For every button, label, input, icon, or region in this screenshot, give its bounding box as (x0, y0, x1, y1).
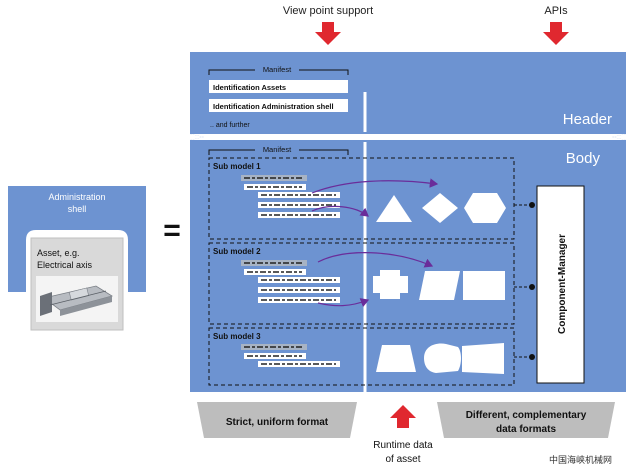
header-manifest-tag (255, 64, 299, 73)
hexagon-shape (464, 193, 506, 223)
link-arrow-1b (311, 205, 369, 217)
property-bar (258, 287, 340, 293)
asset-line1: Asset, e.g. (37, 248, 80, 258)
submodel-1-label: Sub model 1 (213, 162, 261, 171)
admin-shell-frame (8, 186, 146, 292)
runtime-arrow (390, 405, 416, 428)
trapezoid-shape (376, 345, 416, 372)
header-further: .. and further (210, 122, 250, 129)
component-manager-label: Component-Manager (557, 234, 568, 334)
property-bar (258, 297, 340, 303)
header-row-assets (209, 80, 348, 93)
component-manager-box (536, 185, 585, 384)
asset-line2: Electrical axis (37, 260, 93, 270)
cross-shape (373, 270, 408, 299)
watermark: 中国海峡机械网 (549, 454, 612, 466)
electrical-axis-image (36, 276, 118, 322)
parallelogram-shape (419, 271, 460, 300)
apis-arrow (543, 22, 569, 45)
header-row-admin (209, 99, 348, 112)
property-bar (258, 212, 340, 218)
complementary-formats-line1: Different, complementary (466, 410, 587, 421)
complementary-formats-tab (437, 402, 615, 438)
triangle-shape (376, 195, 412, 222)
admin-shell-title-line2: shell (68, 204, 87, 214)
submodel-2-label: Sub model 2 (213, 247, 261, 256)
link-arrow-2a (317, 252, 434, 268)
property-bar (258, 192, 340, 198)
header-row-admin-text: Identification Administration shell (213, 102, 334, 111)
submodel-3-label: Sub model 3 (213, 332, 261, 341)
header-label: Header (563, 111, 612, 128)
strict-format-tab (197, 402, 357, 438)
submodel-2-box (208, 242, 515, 325)
diamond-shape (422, 193, 458, 223)
component-manager-connectors (514, 202, 535, 360)
strict-format-label: Strict, uniform format (226, 417, 329, 428)
admin-shell-title-line1: Administration (48, 192, 105, 202)
viewpoint-arrow (315, 22, 341, 45)
runtime-line2: of asset (385, 454, 420, 465)
runtime-line1: Runtime data (373, 440, 433, 451)
body-label: Body (566, 150, 601, 167)
rounded-shape (424, 343, 461, 373)
apis-label: APIs (544, 5, 568, 17)
header-manifest-label: Manifest (263, 65, 292, 74)
link-arrow-1a (311, 178, 439, 194)
property-bars (241, 175, 340, 367)
submodel-1-box (208, 157, 515, 240)
viewpoint-label: View point support (283, 5, 373, 17)
property-bar (258, 202, 340, 208)
complementary-formats-line2: data formats (496, 424, 556, 435)
body-manifest-tag (255, 144, 299, 153)
equals-sign: = (163, 214, 181, 247)
body-manifest-label: Manifest (263, 145, 292, 154)
link-arrow-2b (317, 298, 370, 308)
quad-shape (462, 343, 504, 374)
rectangle-shape (463, 271, 505, 300)
property-bar (258, 361, 340, 367)
header-row-assets-text: Identification Assets (213, 83, 286, 92)
header-body-separator (190, 134, 626, 140)
submodel-3-box (208, 327, 515, 386)
property-bar (258, 277, 340, 283)
